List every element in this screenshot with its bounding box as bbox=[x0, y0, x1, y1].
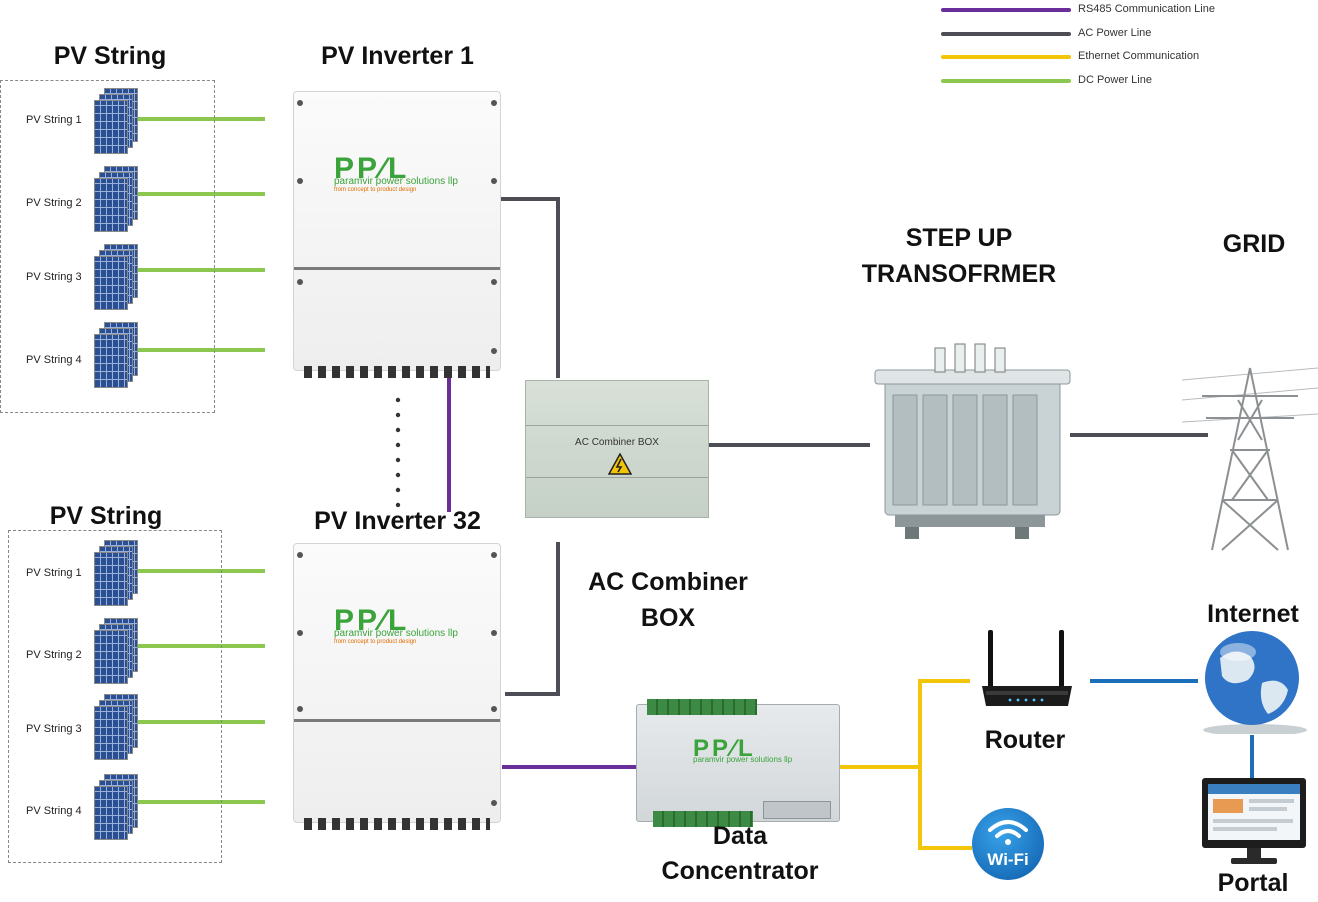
solar-panel-icon bbox=[94, 100, 128, 154]
legend-label-ac: AC Power Line bbox=[1078, 27, 1152, 39]
inverter-1-heading: PV Inverter 1 bbox=[321, 42, 474, 70]
legend-swatch-ethernet bbox=[941, 55, 1071, 59]
legend-swatch-rs485 bbox=[941, 8, 1071, 12]
router-icon bbox=[982, 630, 1072, 706]
pv-inverter-1: PP⁄L paramvir power solutions llp from c… bbox=[293, 91, 501, 378]
data-concentrator: PP⁄L paramvir power solutions llp bbox=[636, 699, 840, 827]
logo-mark: PP⁄L bbox=[334, 604, 410, 637]
pv-string-label: PV String 1 bbox=[26, 114, 82, 126]
pv-string-label: PV String 2 bbox=[26, 197, 82, 209]
portal-heading: Portal bbox=[1217, 869, 1289, 897]
pv-string-group-top: PV String 1 PV String 2 PV String 3 PV S… bbox=[0, 80, 215, 413]
solar-panel-icon bbox=[94, 178, 128, 232]
pv-string-label: PV String 2 bbox=[26, 649, 82, 661]
logo-company: paramvir power solutions llp bbox=[334, 176, 458, 187]
pv-string-label: PV String 1 bbox=[26, 567, 82, 579]
internet-heading: Internet bbox=[1207, 600, 1299, 628]
high-voltage-warning-icon bbox=[608, 453, 632, 475]
logo-company: paramvir power solutions llp bbox=[693, 755, 793, 764]
pv-string-label: PV String 4 bbox=[26, 354, 82, 366]
transformer-heading-line1: STEP UP bbox=[905, 224, 1013, 252]
legend-label-rs485: RS485 Communication Line bbox=[1078, 3, 1215, 15]
legend-swatch-ac bbox=[941, 32, 1071, 36]
terminal-block-top bbox=[647, 699, 757, 715]
ethernet-lines bbox=[838, 679, 972, 850]
solar-panel-icon bbox=[94, 786, 128, 840]
pv-string-group-bottom: PV String 1 PV String 2 PV String 3 PV S… bbox=[8, 530, 222, 863]
logo-mark: PP⁄L bbox=[693, 735, 756, 762]
concentrator-heading-line1: Data bbox=[712, 822, 768, 850]
grid-heading: GRID bbox=[1222, 230, 1286, 258]
ac-line-inverter32 bbox=[505, 542, 560, 696]
transmission-tower-icon bbox=[1182, 367, 1318, 551]
rs485-lines bbox=[447, 378, 636, 769]
logo-tagline: from concept to product design bbox=[334, 187, 417, 193]
pv-inverter-32: PP⁄L paramvir power solutions llp from c… bbox=[293, 543, 501, 830]
inverter-connectors bbox=[304, 818, 490, 830]
legend-label-dc: DC Power Line bbox=[1078, 74, 1152, 86]
pv-string-label: PV String 4 bbox=[26, 805, 82, 817]
concentrator-heading-line2: Concentrator bbox=[661, 857, 819, 885]
pv-string-heading-top: PV String bbox=[53, 42, 167, 70]
pv-string-heading-bottom: PV String bbox=[49, 502, 163, 530]
dc-lines-top bbox=[128, 117, 265, 352]
logo-company: paramvir power solutions llp bbox=[334, 628, 458, 639]
legend-label-ethernet: Ethernet Communication bbox=[1078, 50, 1200, 62]
combiner-heading-line2: BOX bbox=[640, 604, 696, 632]
ac-line-inverter1 bbox=[490, 197, 560, 378]
combiner-box-label: AC Combiner BOX bbox=[575, 437, 659, 448]
solar-panel-icon bbox=[94, 256, 128, 310]
inverter-connectors bbox=[304, 366, 490, 378]
globe-icon bbox=[1203, 631, 1307, 734]
wifi-label: Wi-Fi bbox=[987, 850, 1029, 869]
solar-panel-icon bbox=[94, 630, 128, 684]
inverter-series-dots bbox=[395, 397, 401, 508]
portal-monitor-icon bbox=[1202, 778, 1306, 864]
solar-panel-icon bbox=[94, 552, 128, 606]
ac-lines bbox=[490, 197, 1208, 696]
inverter-divider bbox=[294, 267, 500, 270]
inverter-divider bbox=[294, 719, 500, 722]
ppsl-logo: PP⁄L paramvir power solutions llp from c… bbox=[334, 152, 458, 193]
inverter-32-heading: PV Inverter 32 bbox=[314, 507, 481, 535]
solar-panel-icon bbox=[94, 334, 128, 388]
logo-tagline: from concept to product design bbox=[334, 639, 417, 645]
ethernet-line-router bbox=[918, 679, 970, 767]
wifi-icon bbox=[988, 820, 1028, 845]
step-up-transformer-icon bbox=[874, 343, 1071, 539]
transformer-heading-line2: TRANSOFRMER bbox=[861, 260, 1057, 288]
pv-string-label: PV String 3 bbox=[26, 271, 82, 283]
ppsl-logo: PP⁄L paramvir power solutions llp from c… bbox=[334, 604, 458, 645]
logo-mark: PP⁄L bbox=[334, 152, 410, 185]
wifi-badge: Wi-Fi bbox=[972, 808, 1044, 880]
ethernet-line-wifi bbox=[918, 767, 972, 850]
solar-panel-icon bbox=[94, 706, 128, 760]
pv-string-label: PV String 3 bbox=[26, 723, 82, 735]
legend-swatch-dc bbox=[941, 79, 1071, 83]
ppsl-logo: PP⁄L paramvir power solutions llp bbox=[693, 735, 792, 764]
ac-combiner-box: AC Combiner BOX bbox=[525, 380, 709, 518]
dc-lines-bottom bbox=[128, 569, 265, 804]
router-heading: Router bbox=[984, 726, 1066, 754]
combiner-heading-line1: AC Combiner bbox=[588, 568, 748, 596]
terminal-block-bottom bbox=[653, 811, 753, 827]
